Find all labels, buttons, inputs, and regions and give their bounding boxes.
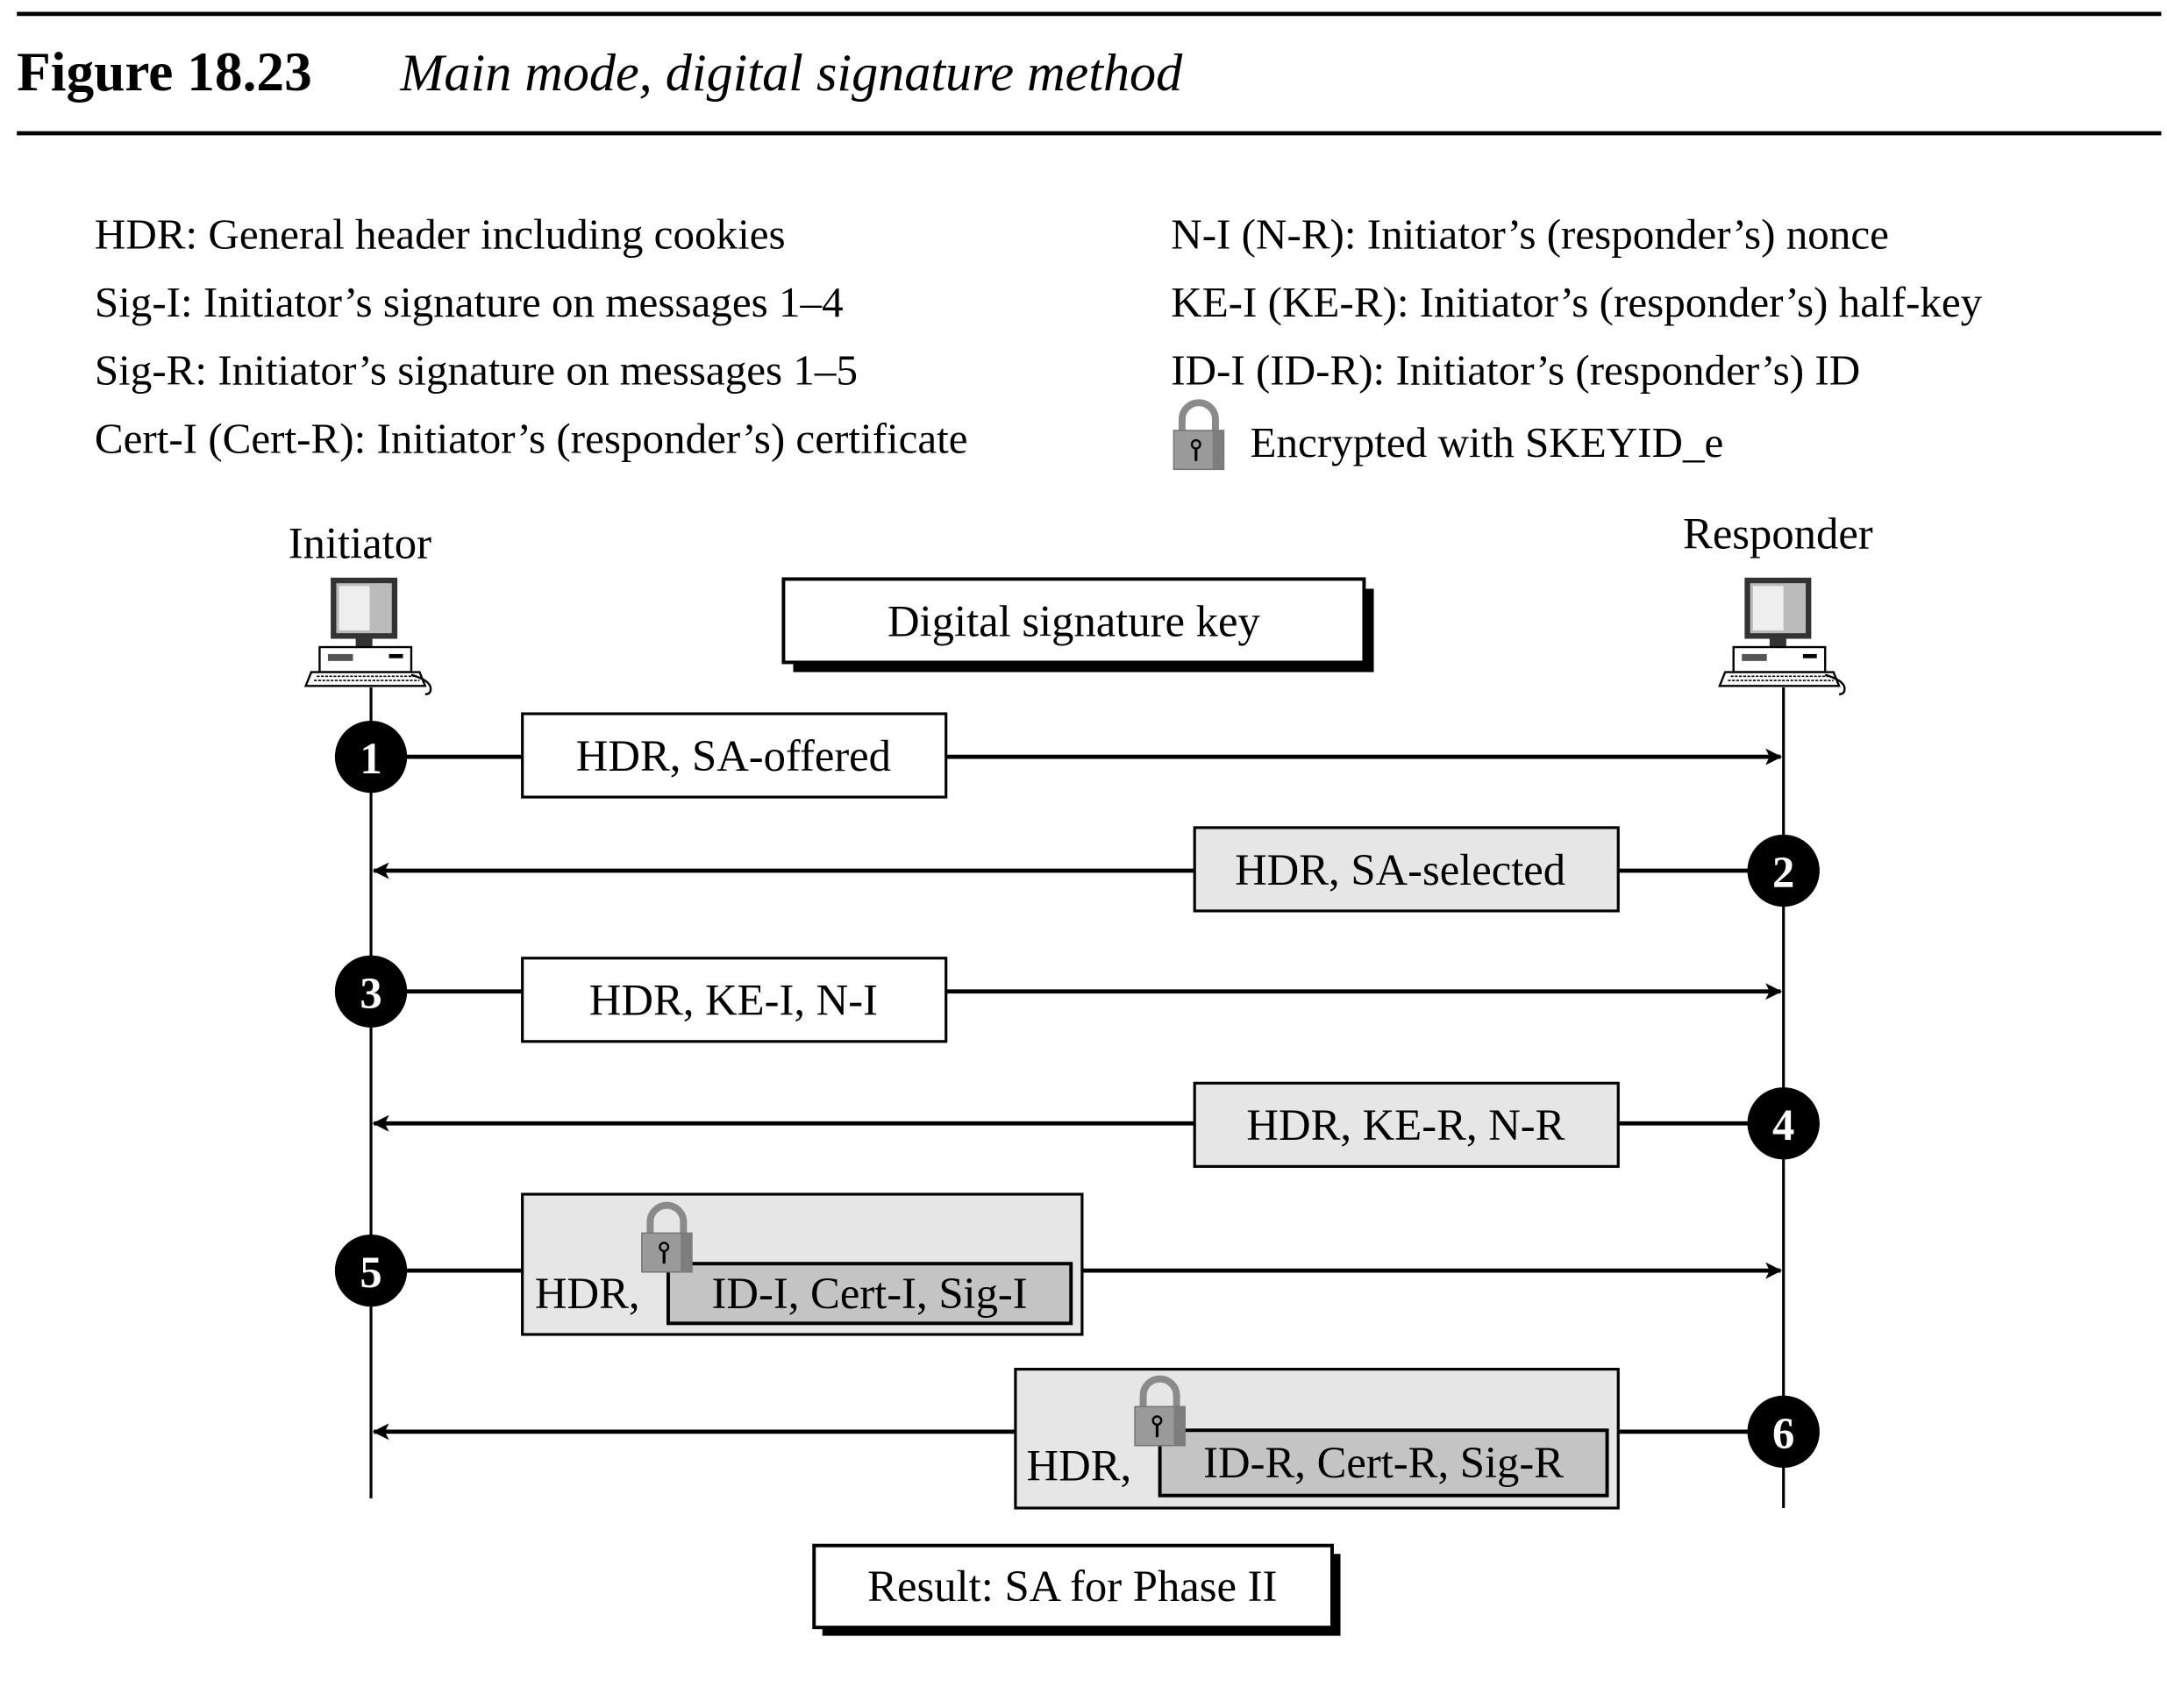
figure-caption: Main mode, digital signature method	[399, 44, 1183, 103]
legend-hdr: HDR: General header including cookies	[95, 210, 786, 258]
step-4-badge: 4	[1772, 1100, 1794, 1149]
message-3-label: HDR, KE-I, N-I	[589, 976, 878, 1025]
initiator-computer-icon	[304, 576, 432, 696]
message-6-prefix: HDR,	[1027, 1441, 1132, 1490]
step-3-badge: 3	[360, 969, 381, 1018]
legend-nonce: N-I (N-R): Initiator’s (responder’s) non…	[1171, 210, 1889, 258]
figure-number: Figure 18.23	[17, 41, 312, 103]
message-3: HDR, KE-I, N-I 3	[334, 955, 1783, 1043]
result-box	[812, 1543, 1334, 1630]
key-box	[781, 577, 1366, 665]
legend-encrypted: Encrypted with SKEYID_e	[1251, 418, 1724, 466]
step-1-badge: 1	[360, 734, 381, 783]
legend-id: ID-I (ID-R): Initiator’s (responder’s) I…	[1171, 346, 1860, 395]
message-6: HDR, ID-R, Cert-R, Sig-R 6	[372, 1367, 1820, 1510]
message-1: HDR, SA-offered 1	[334, 712, 1783, 799]
step-6-badge: 6	[1772, 1409, 1794, 1458]
responder-label: Responder	[1683, 509, 1873, 559]
message-2: HDR, SA-selected 2	[372, 826, 1820, 913]
message-5: HDR, ID-I, Cert-I, Sig-I 5	[334, 1192, 1783, 1336]
legend: HDR: General header including cookies Si…	[95, 210, 1983, 469]
legend-cert: Cert-I (Cert-R): Initiator’s (responder’…	[95, 414, 968, 462]
result-label: Result: SA for Phase II	[867, 1562, 1277, 1611]
responder-computer-icon	[1718, 576, 1846, 696]
legend-sig-r: Sig-R: Initiator’s signature on messages…	[95, 346, 858, 395]
message-6-encrypted: ID-R, Cert-R, Sig-R	[1203, 1438, 1564, 1487]
message-2-label: HDR, SA-selected	[1235, 845, 1565, 894]
legend-sig-i: Sig-I: Initiator’s signature on messages…	[95, 278, 844, 326]
key-box-label: Digital signature key	[887, 596, 1261, 645]
legend-half-key: KE-I (KE-R): Initiator’s (responder’s) h…	[1171, 278, 1982, 326]
step-5-badge: 5	[360, 1248, 381, 1297]
message-5-encrypted: ID-I, Cert-I, Sig-I	[712, 1269, 1028, 1318]
lock-icon	[1173, 402, 1223, 469]
initiator-label: Initiator	[289, 519, 431, 568]
message-5-prefix: HDR,	[535, 1269, 640, 1318]
message-4: HDR, KE-R, N-R 4	[372, 1081, 1820, 1168]
message-1-label: HDR, SA-offered	[576, 731, 891, 780]
message-4-label: HDR, KE-R, N-R	[1246, 1100, 1565, 1149]
step-2-badge: 2	[1772, 848, 1794, 897]
